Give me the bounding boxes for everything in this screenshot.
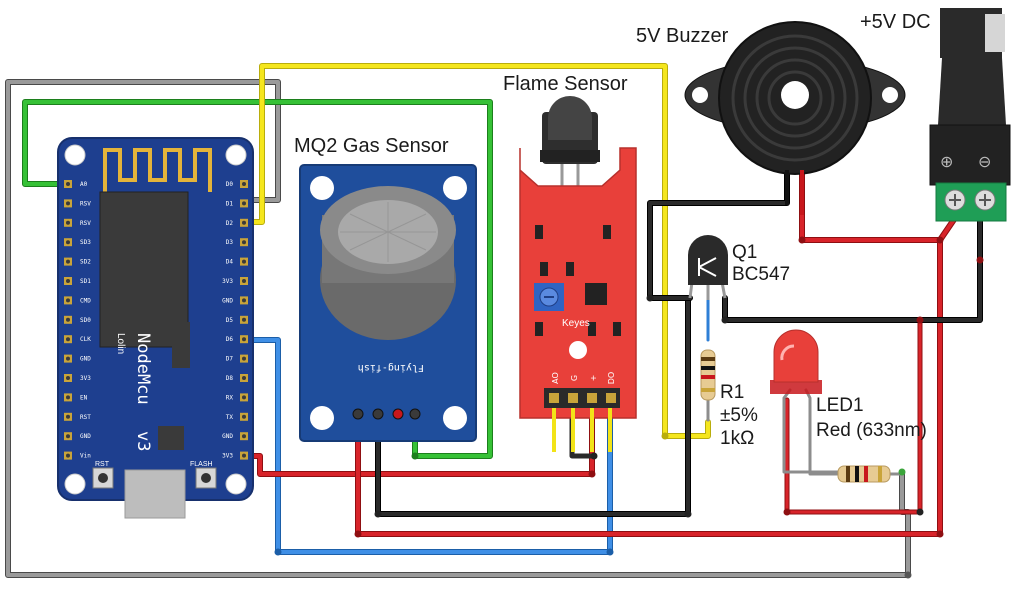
esp-chip (100, 192, 188, 347)
q1-name: Q1 (732, 242, 757, 263)
dc-power-jack: +5V DC ⊖ ⊕ (860, 8, 1011, 222)
mq2-silk: Flying-fish (358, 362, 424, 373)
mq2-pin[interactable] (409, 408, 421, 420)
usb-chip (172, 322, 190, 368)
pin-label: RX (226, 394, 234, 401)
flame-pin-label: AO (551, 372, 560, 384)
flame-pin-label: G (570, 375, 579, 381)
reg-chip (158, 426, 184, 450)
wire-red-led-inner (785, 318, 922, 514)
led-name: LED1 (816, 395, 864, 416)
r1-tolerance: ±5% (720, 405, 758, 426)
junctions (274, 236, 984, 579)
pin-label: RSV (80, 220, 91, 227)
wires (5, 63, 983, 578)
mq2-pin[interactable] (392, 408, 404, 420)
pin-label: D7 (226, 356, 234, 363)
pin-label: SD3 (80, 239, 91, 246)
usb-connector (124, 469, 186, 519)
buzzer-sound-hole (781, 81, 809, 109)
flame-title: Flame Sensor (503, 73, 628, 95)
r1-value: 1kΩ (720, 428, 754, 449)
flame-board (519, 147, 637, 419)
pin-label: GND (222, 433, 233, 440)
pin-label: RSV (80, 200, 91, 207)
dc-title: +5V DC (860, 11, 931, 33)
pin-label: A0 (80, 181, 88, 188)
pin-label: 3V3 (80, 375, 91, 382)
mount-hole (310, 406, 334, 430)
mount-hole (225, 473, 247, 495)
board-name: NodeMcu (133, 333, 153, 405)
transistor-symbol (698, 257, 717, 277)
pin-label: 3V3 (222, 453, 233, 460)
transistor-q1: Q1 BC547 (688, 235, 790, 300)
resistor-led (810, 465, 902, 483)
pin-label: D1 (226, 200, 234, 207)
pin-label: GND (80, 433, 91, 440)
led-body (773, 329, 819, 383)
buzzer-title: 5V Buzzer (636, 25, 729, 47)
led1: LED1 Red (633nm) (770, 329, 927, 441)
wire-yellow-d2-inner (246, 64, 710, 438)
mount-hole (443, 176, 467, 200)
pin-label: D8 (226, 375, 234, 382)
flame-pin-labels: AO G + DO (551, 372, 616, 384)
led-color: Red (633nm) (816, 420, 927, 441)
dc-plus-symbol: ⊕ (940, 154, 953, 171)
pin-label: RST (80, 414, 91, 421)
pin-label: D6 (226, 336, 234, 343)
q1-part: BC547 (732, 264, 790, 285)
flame-silk: Keyes (562, 318, 590, 329)
pin-label: 3V3 (222, 278, 233, 285)
wire-black-gnd-inner (376, 296, 690, 516)
wire-black-emitter-inner (723, 218, 982, 322)
mount-hole (64, 144, 86, 166)
dc-minus-symbol: ⊖ (978, 154, 991, 171)
buzzer: 5V Buzzer (636, 21, 906, 215)
comparator-ic (585, 283, 607, 305)
flash-label: FLASH (190, 461, 213, 468)
pin-label: D0 (226, 181, 234, 188)
pin-label: SD0 (80, 317, 91, 324)
mq2-title: MQ2 Gas Sensor (294, 135, 449, 157)
mount-hole (225, 144, 247, 166)
wire-red-vcc-inner (356, 238, 942, 536)
pin-label: D3 (226, 239, 234, 246)
pin-label: D5 (226, 317, 234, 324)
mount-hole (569, 341, 587, 359)
board-maker: Lolin (115, 333, 126, 354)
mq2-gas-sensor[interactable]: MQ2 Gas Sensor Flying-fish (294, 135, 477, 442)
flame-sensor[interactable]: Flame Sensor Keyes AO G + DO (503, 73, 637, 452)
wire-red-3v3-inner (246, 408, 594, 476)
pin-label: GND (80, 356, 91, 363)
mount-hole (310, 176, 334, 200)
flame-pin-label: DO (607, 372, 616, 384)
pin-label: CLK (80, 336, 91, 343)
mq2-pin[interactable] (352, 408, 364, 420)
rst-label: RST (95, 461, 110, 468)
led-leg-short (804, 388, 812, 476)
pin-label: CMD (80, 297, 91, 304)
flame-pin-label: + (589, 375, 598, 382)
pin-label: TX (226, 414, 234, 421)
pin-label: D2 (226, 220, 234, 227)
r1-name: R1 (720, 382, 744, 403)
resistor-r1: R1 ±5% 1kΩ (700, 349, 758, 449)
pin-label: EN (80, 394, 88, 401)
pin-label: Vin (80, 453, 91, 460)
mount-hole (64, 473, 86, 495)
pin-label: D4 (226, 259, 234, 266)
mount-hole (443, 406, 467, 430)
board-version: v3 (133, 431, 153, 451)
pin-label: SD2 (80, 259, 91, 266)
mq2-pin[interactable] (372, 408, 384, 420)
wifi-antenna (103, 148, 212, 192)
pin-label: GND (222, 297, 233, 304)
pin-label: SD1 (80, 278, 91, 285)
